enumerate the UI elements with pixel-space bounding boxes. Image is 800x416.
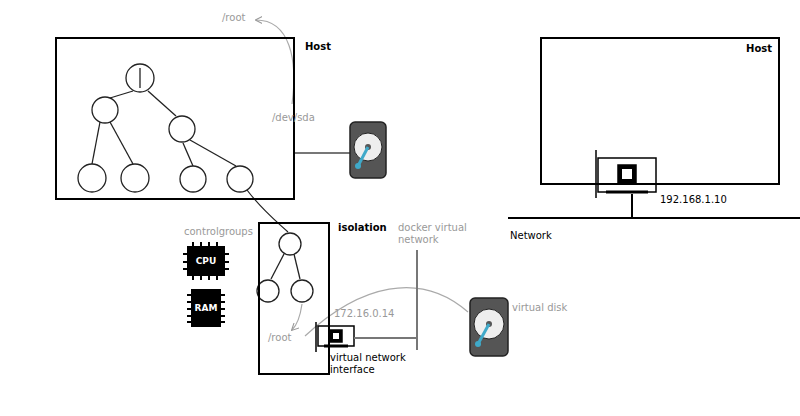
vnic-wire	[354, 337, 417, 339]
annotation-label: 172.16.0.14	[334, 308, 394, 320]
ram-chip-icon-part	[220, 308, 225, 310]
cpu-chip-icon-part	[208, 275, 210, 280]
hard-disk-icon-part	[358, 147, 368, 166]
annotation-label: CPU	[188, 255, 224, 267]
host-tree-part	[227, 166, 253, 192]
host-tree-part	[110, 91, 133, 98]
cpu-chip-icon-part	[216, 275, 218, 280]
cpu-chip-icon	[183, 242, 229, 280]
cpu-chip-icon-part	[192, 275, 194, 280]
virtual-nic-icon-part	[318, 326, 354, 346]
chroot-link	[247, 190, 288, 232]
annotation-label: /root	[222, 12, 245, 24]
virtual-nic-icon-part	[330, 330, 342, 342]
virtual-disk-icon-part	[475, 341, 481, 347]
cpu-chip-icon-part	[200, 275, 202, 280]
ram-chip-icon-part	[187, 321, 192, 323]
virtual-nic-icon-part	[315, 322, 317, 352]
cpu-chip-icon-part	[224, 261, 229, 263]
box-heading: Host	[305, 41, 331, 52]
virtual-disk-icon-part	[470, 298, 508, 356]
ram-chip-icon-part	[187, 301, 192, 303]
cpu-chip-icon-part	[188, 247, 224, 275]
cpu-chip-icon-part	[192, 242, 194, 247]
docker-network-line	[416, 250, 418, 350]
nic-card-icon-part	[622, 169, 632, 179]
network-line	[508, 217, 800, 219]
nic-card-icon-part	[595, 150, 597, 198]
host-tree-part	[78, 164, 106, 192]
nic-wire	[631, 194, 633, 218]
virtual-disk-icon-part	[478, 324, 489, 344]
virtual-nic-icon-part	[324, 345, 348, 348]
virtual-disk-icon	[470, 298, 508, 356]
nic-card-icon-part	[598, 158, 656, 192]
host-tree-part	[92, 122, 100, 164]
hard-disk-icon	[350, 122, 386, 178]
cpu-chip-icon-part	[200, 242, 202, 247]
cpu-chip-icon-part	[183, 253, 188, 255]
host-tree-part	[121, 164, 149, 192]
hard-disk-icon-part	[355, 163, 361, 169]
ram-chip-icon	[187, 290, 225, 326]
annotation-label: Network	[510, 230, 552, 242]
cpu-chip-icon-part	[183, 261, 188, 263]
isolation-tree-part	[279, 233, 301, 255]
virtual-nic-icon-part	[333, 333, 339, 339]
host-tree-part	[190, 140, 236, 166]
host-tree-part	[183, 143, 193, 166]
ram-chip-icon-part	[187, 308, 192, 310]
nic-card-icon-part	[606, 191, 648, 194]
isolation-tree-part	[271, 254, 284, 279]
host-tree-part	[126, 64, 154, 92]
annotation-label: virtual network interface	[330, 352, 412, 376]
cpu-chip-icon-part	[224, 253, 229, 255]
ram-chip-icon-part	[220, 315, 225, 317]
isolation-tree-part	[257, 280, 279, 302]
ram-chip-icon-part	[187, 315, 192, 317]
host-tree-part	[92, 97, 118, 123]
box-heading: isolation	[338, 222, 387, 233]
isolation-root-curve	[292, 304, 302, 330]
cpu-chip-icon-part	[183, 268, 188, 270]
virtual-nic-icon	[316, 322, 354, 352]
ram-chip-icon-part	[220, 301, 225, 303]
host-tree	[78, 64, 253, 192]
host-tree-part	[180, 166, 206, 192]
annotation-label: /dev/sda	[272, 112, 315, 124]
annotation-label: docker virtual network	[398, 222, 488, 246]
host-box: Host	[55, 37, 295, 200]
nic-card-icon-part	[618, 165, 636, 183]
host-box: Host	[540, 37, 780, 185]
annotation-label: 192.168.1.10	[660, 194, 727, 206]
annotation-label: /root	[268, 332, 291, 344]
disk-wire	[295, 152, 350, 154]
isolation-tree	[257, 233, 313, 302]
isolation-tree-part	[291, 280, 313, 302]
host-box: isolation	[258, 222, 330, 375]
cpu-chip-icon-part	[208, 242, 210, 247]
hard-disk-icon-part	[350, 122, 386, 178]
root-to-disk-curve	[256, 20, 294, 104]
nic-card-icon	[596, 150, 656, 198]
host-tree-part	[139, 68, 140, 88]
ram-chip-icon-part	[187, 294, 192, 296]
isolation-tree-part	[294, 254, 300, 279]
host-tree-part	[169, 116, 195, 142]
host-tree-part	[110, 122, 133, 164]
ram-chip-icon-part	[220, 294, 225, 296]
annotation-label: RAM	[192, 302, 220, 314]
annotation-label: controlgroups	[184, 226, 253, 238]
cpu-chip-icon-part	[224, 268, 229, 270]
box-heading: Host	[746, 43, 772, 54]
annotation-label: virtual disk	[512, 302, 567, 314]
ram-chip-icon-part	[192, 290, 220, 326]
host-tree-part	[148, 91, 176, 116]
ram-chip-icon-part	[220, 321, 225, 323]
cpu-chip-icon-part	[216, 242, 218, 247]
